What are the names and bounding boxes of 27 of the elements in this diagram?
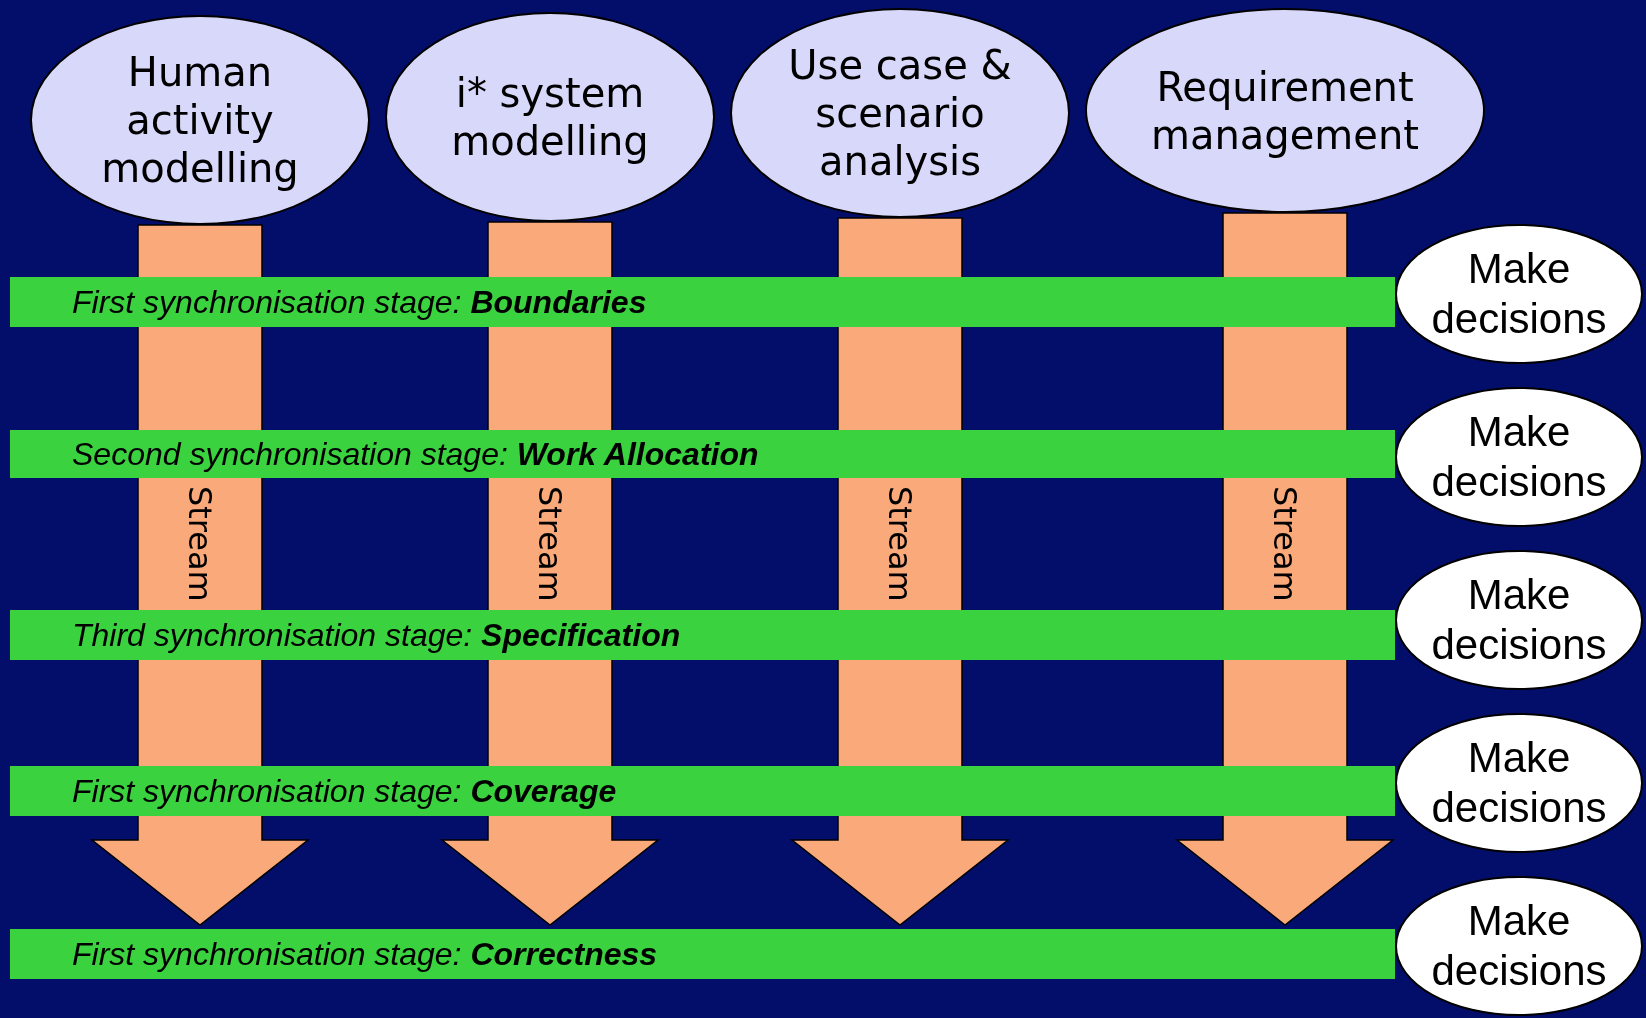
activity-label: Use case & scenario analysis xyxy=(787,41,1013,185)
edge-label: Stream xyxy=(1268,486,1302,602)
decision-label: Make decisions xyxy=(1430,570,1608,670)
activity-label: Requirement management xyxy=(1150,62,1420,159)
activity-label: i* system modelling xyxy=(450,69,650,165)
decision-label: Make decisions xyxy=(1430,733,1608,833)
decision-label: Make decisions xyxy=(1430,896,1608,996)
decision-label: Make decisions xyxy=(1430,407,1608,507)
stage-band xyxy=(10,430,1395,478)
stream-arrow xyxy=(89,224,311,926)
stage-band xyxy=(10,929,1395,979)
stage-label: First synchronisation stage: Coverage xyxy=(72,772,617,810)
edge-label: Stream xyxy=(183,486,217,602)
stream-arrow xyxy=(1174,212,1396,926)
activity-label: Human activity modelling xyxy=(100,48,300,192)
stage-label: First synchronisation stage: Correctness xyxy=(72,935,658,973)
stage-label: First synchronisation stage: Boundaries xyxy=(72,283,647,321)
stage-band xyxy=(10,766,1395,816)
stream-arrow xyxy=(439,221,661,926)
edge-label: Stream xyxy=(533,486,567,602)
decision-label: Make decisions xyxy=(1430,244,1608,344)
edge-label: Stream xyxy=(883,486,917,602)
stream-arrow xyxy=(789,217,1011,926)
stage-label: Third synchronisation stage: Specification xyxy=(72,616,681,654)
stage-label: Second synchronisation stage: Work Allocation xyxy=(72,435,759,473)
stage-band xyxy=(10,277,1395,327)
stage-band xyxy=(10,610,1395,660)
